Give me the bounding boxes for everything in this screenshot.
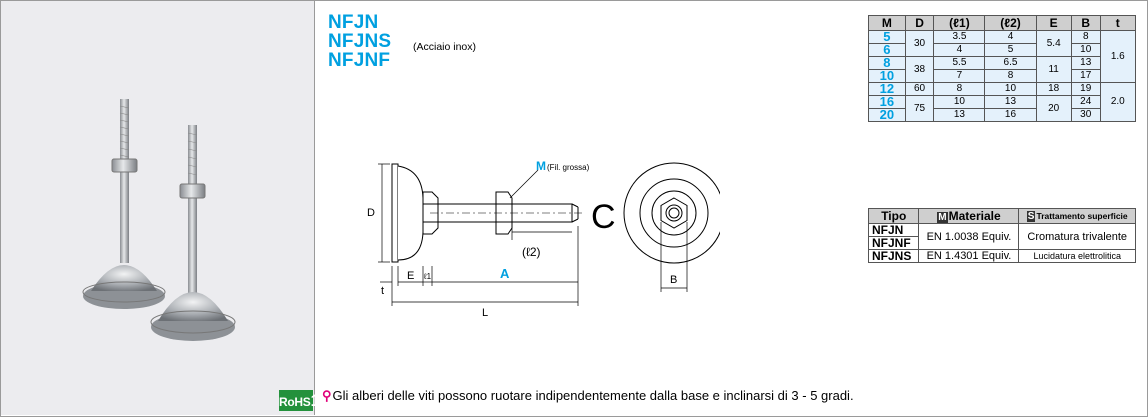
cell-l2: 5 — [984, 43, 1037, 57]
cell-l2: 8 — [984, 69, 1037, 83]
table-row: 10 7 8 17 — [868, 69, 1136, 83]
cell-m: 16 — [868, 95, 906, 109]
footnote: ⚲Gli alberi delle viti possono ruotare i… — [322, 388, 854, 404]
table-row: 12 60 8 10 18 19 2.0 — [868, 82, 1137, 122]
dim-label-t: t — [381, 285, 384, 297]
table-row: 5 30 3.5 4 5.4 8 1.6 — [868, 30, 1137, 83]
cell-m: 20 — [868, 108, 906, 122]
pin-icon: ⚲ — [322, 388, 332, 403]
col-header-trattamento-label: Trattamento superficie — [1036, 210, 1128, 221]
dim-label-D: D — [367, 207, 375, 219]
dim-label-A: A — [500, 266, 510, 281]
cell-tipo: NFJNF — [867, 236, 920, 250]
table-row: 6 4 5 10 — [868, 43, 1136, 57]
dim-label-M-note: (Fil. grossa) — [547, 163, 590, 172]
cell-b: 8 — [1070, 30, 1101, 44]
col-header-m: M — [868, 15, 906, 31]
cell-l1: 10 — [933, 95, 986, 109]
product-photo-panel: RoHS10 — [1, 1, 329, 415]
dim-label-l1: ℓ1 — [423, 272, 432, 281]
cell-l1: 5.5 — [933, 56, 986, 70]
cell-l2: 4 — [984, 30, 1037, 44]
surface-tag-icon: S — [1026, 210, 1036, 222]
cell-l2: 13 — [984, 95, 1037, 109]
cell-b: 10 — [1070, 43, 1101, 57]
cell-m: 10 — [868, 69, 906, 83]
cell-b: 17 — [1070, 69, 1101, 83]
col-header-t: t — [1099, 15, 1137, 31]
footnote-text: Gli alberi delle viti possono ruotare in… — [332, 388, 854, 403]
cell-tipo: NFJN — [867, 223, 920, 237]
table-row: 8 38 5.5 6.5 11 13 — [868, 56, 1136, 83]
title-nfjns-note: (Acciaio inox) — [413, 41, 477, 53]
table-row: NFJN EN 1.0038 Equiv. Cromatura trivalen… — [867, 223, 1136, 250]
cell-tipo: NFJNS — [867, 249, 920, 263]
cell-e: 5.4 — [1035, 30, 1072, 57]
table-row: 16 75 10 13 20 24 — [868, 95, 1136, 122]
cell-b: 30 — [1070, 108, 1101, 122]
cell-materiale: EN 1.0038 Equiv. — [918, 223, 1020, 250]
cell-b: 24 — [1070, 95, 1101, 109]
cell-d: 38 — [904, 56, 935, 83]
title-nfjn: NFJN — [328, 12, 379, 33]
table-row: NFJNS EN 1.4301 Equiv. Lucidatura elettr… — [867, 249, 1136, 263]
cell-m: 5 — [868, 30, 906, 44]
col-header-e: E — [1035, 15, 1072, 31]
cell-l2: 6.5 — [984, 56, 1037, 70]
title-nfjns: NFJNS — [328, 31, 392, 52]
cell-materiale: EN 1.4301 Equiv. — [918, 249, 1020, 263]
cell-t: 1.6 — [1099, 30, 1137, 83]
col-header-l1: (ℓ1) — [933, 15, 986, 31]
dim-label-B: B — [670, 274, 677, 286]
dim-label-E: E — [407, 270, 414, 282]
cell-m: 12 — [868, 82, 906, 96]
cell-l2: 16 — [984, 108, 1037, 122]
product-photo — [82, 99, 236, 341]
rohs-badge: RoHS10 — [279, 390, 329, 411]
col-header-d: D — [904, 15, 935, 31]
table-header-row: M D (ℓ1) (ℓ2) E B t — [868, 15, 1137, 31]
cell-m: 6 — [868, 43, 906, 57]
col-header-l2: (ℓ2) — [984, 15, 1037, 31]
material-tag-icon: M — [937, 212, 948, 223]
col-header-tipo: Tipo — [867, 208, 920, 224]
dim-label-M: M — [536, 159, 546, 173]
cell-trattamento: Lucidatura elettrolitica — [1018, 249, 1136, 263]
cell-trattamento: Cromatura trivalente — [1018, 223, 1136, 250]
table-row: 20 13 16 30 — [868, 108, 1136, 122]
rohs-number: 10 — [310, 391, 329, 410]
dim-label-L: L — [482, 307, 488, 319]
cell-b: 19 — [1070, 82, 1101, 96]
dim-label-l2: (ℓ2) — [522, 245, 541, 259]
cell-l1: 3.5 — [933, 30, 986, 44]
title-nfjnf: NFJNF — [328, 50, 391, 71]
view-label-C: C — [591, 198, 616, 236]
cell-e: 20 — [1035, 95, 1072, 122]
technical-drawing: D t E ℓ1 A L (ℓ2) M (Fil. grossa) C B — [367, 159, 720, 319]
col-header-b: B — [1070, 15, 1101, 31]
cell-d: 30 — [904, 30, 935, 57]
cell-d: 75 — [904, 95, 935, 122]
dimension-table: M D (ℓ1) (ℓ2) E B t 5 30 3.5 4 5.4 8 1.6… — [868, 15, 1137, 122]
cell-l1: 7 — [933, 69, 986, 83]
cell-t: 2.0 — [1099, 82, 1137, 122]
rohs-label: RoHS — [279, 395, 311, 409]
cell-l1: 13 — [933, 108, 986, 122]
cell-e: 18 — [1035, 82, 1072, 96]
cell-b: 13 — [1070, 56, 1101, 70]
cell-l1: 8 — [933, 82, 986, 96]
cell-e: 11 — [1035, 56, 1072, 83]
cell-l1: 4 — [933, 43, 986, 57]
cell-d: 60 — [904, 82, 935, 96]
col-header-materiale-label: Materiale — [948, 209, 1001, 223]
cell-l2: 10 — [984, 82, 1037, 96]
